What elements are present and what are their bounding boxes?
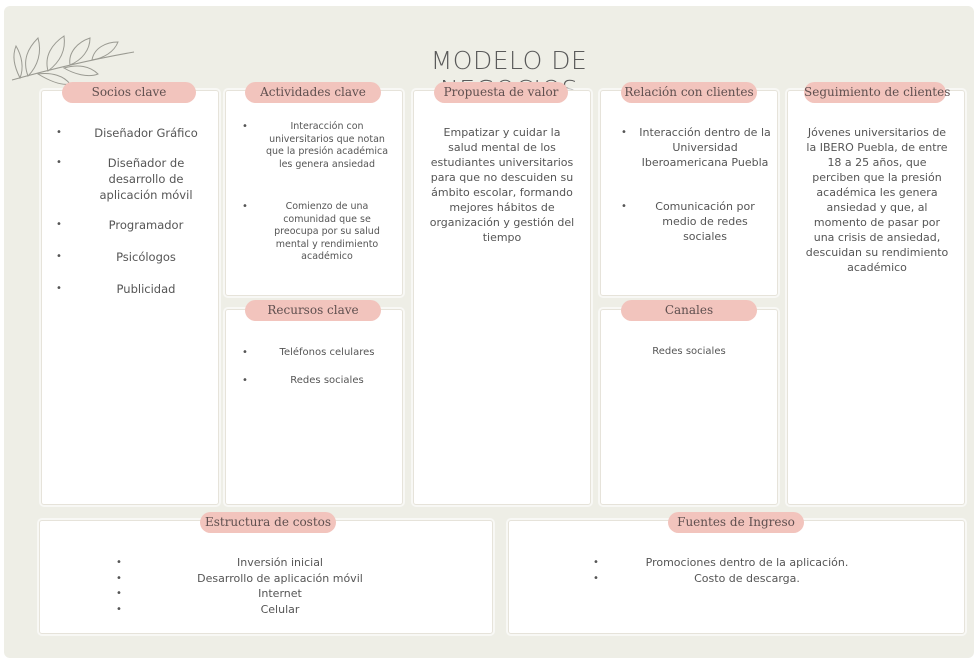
list-item: •Costo de descarga. <box>593 571 800 585</box>
list-item: •Diseñador Gráfico <box>56 126 198 140</box>
card-estructura-de-costos: •Inversión inicial •Desarrollo de aplica… <box>39 520 493 634</box>
canvas-background: MODELO DE NEGOCIOS •Diseñador Gráfico •D… <box>4 6 974 658</box>
list-item: •Psicólogos <box>56 250 176 264</box>
list-item: •Publicidad <box>56 282 176 296</box>
card-actividades-clave: •Interacción con universitarios que nota… <box>225 90 403 296</box>
socios-list: •Diseñador Gráfico •Diseñador de desarro… <box>56 125 214 311</box>
label-socios-clave: Socios clave <box>62 82 196 103</box>
costos-list: •Inversión inicial •Desarrollo de aplica… <box>116 555 426 617</box>
list-item: •Celular <box>116 602 300 616</box>
card-recursos-clave: •Teléfonos celulares •Redes sociales <box>225 309 403 505</box>
list-item: •Internet <box>116 587 302 600</box>
card-fuentes-de-ingreso: •Promociones dentro de la aplicación. •C… <box>508 520 965 634</box>
list-item: •Comienzo de una comunidad que se preocu… <box>242 201 380 262</box>
list-item: •Programador <box>56 218 184 232</box>
ingresos-list: •Promociones dentro de la aplicación. •C… <box>593 555 883 586</box>
list-item: •Comunicación por medio de redes sociale… <box>621 200 755 243</box>
label-canales: Canales <box>621 300 757 321</box>
canales-text: Redes sociales <box>652 346 726 357</box>
label-seguimiento-de-clientes: Seguimiento de clientes <box>804 82 950 103</box>
card-canales: Redes sociales <box>600 309 778 505</box>
list-item: •Diseñador de desarrollo de aplicación m… <box>56 156 193 202</box>
list-item: •Interacción dentro de la Universidad Ib… <box>621 126 771 169</box>
list-item: •Desarrollo de aplicación móvil <box>116 571 363 585</box>
actividades-list: •Interacción con universitarios que nota… <box>242 121 394 264</box>
recursos-list: •Teléfonos celulares •Redes sociales <box>242 346 394 388</box>
segmento-text: Jóvenes universitarios de la IBERO Puebl… <box>805 126 949 274</box>
relacion-list: •Interacción dentro de la Universidad Ib… <box>621 125 771 244</box>
label-fuentes-de-ingreso: Fuentes de Ingreso <box>668 512 804 533</box>
card-socios-clave: •Diseñador Gráfico •Diseñador de desarro… <box>41 90 219 505</box>
card-seguimiento-de-clientes: Jóvenes universitarios de la IBERO Puebl… <box>787 90 965 505</box>
list-item: •Redes sociales <box>242 375 364 386</box>
label-relacion-con-clientes: Relación con clientes <box>621 82 757 103</box>
list-item: •Inversión inicial <box>116 556 323 569</box>
card-propuesta-de-valor: Empatizar y cuidar la salud mental de lo… <box>413 90 591 505</box>
list-item: •Promociones dentro de la aplicación. <box>593 556 849 569</box>
card-relacion-con-clientes: •Interacción dentro de la Universidad Ib… <box>600 90 778 296</box>
label-propuesta-de-valor: Propuesta de valor <box>434 82 568 103</box>
label-actividades-clave: Actividades clave <box>245 82 381 103</box>
list-item: •Interacción con universitarios que nota… <box>242 121 389 170</box>
propuesta-text: Empatizar y cuidar la salud mental de lo… <box>429 126 575 244</box>
label-recursos-clave: Recursos clave <box>245 300 381 321</box>
label-estructura-de-costos: Estructura de costos <box>200 512 336 533</box>
list-item: •Teléfonos celulares <box>242 347 375 358</box>
